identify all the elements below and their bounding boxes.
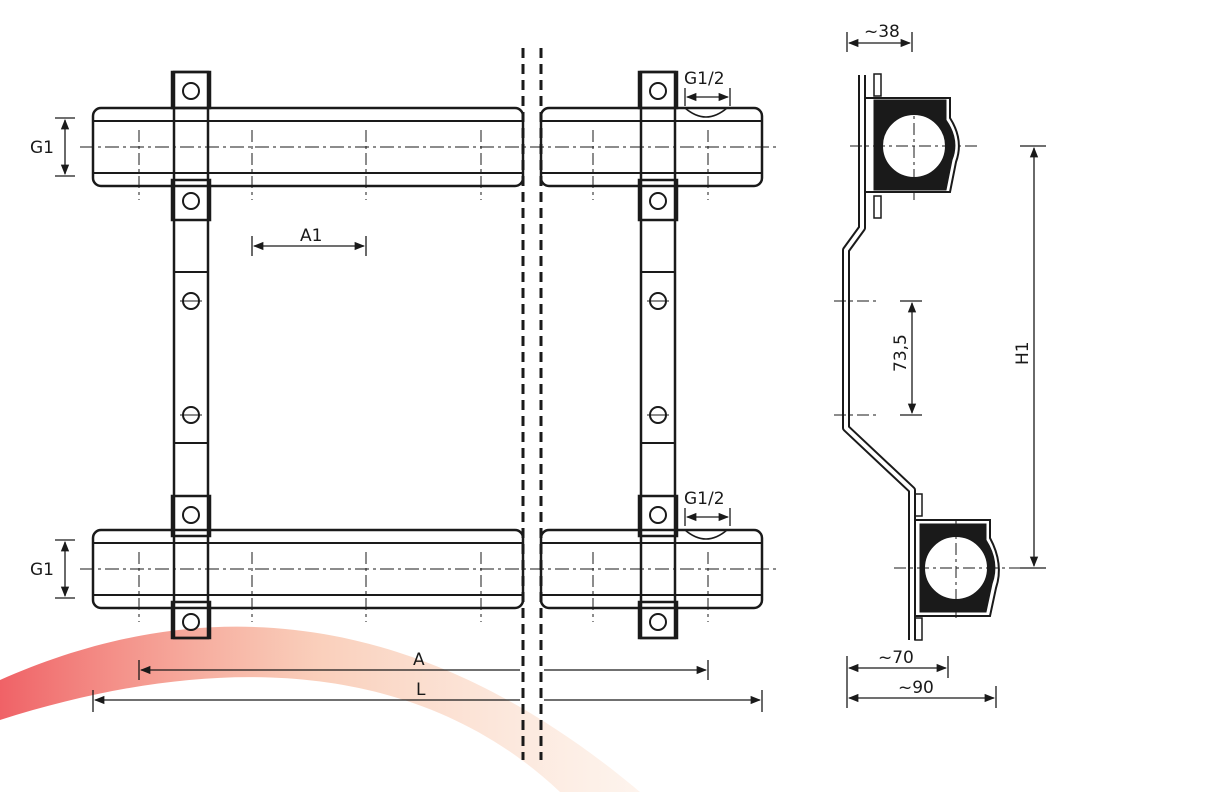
label-w38: ~38 <box>864 22 900 42</box>
label-g1-bottom: G1 <box>30 560 54 580</box>
label-a: A <box>413 650 425 670</box>
label-g12-bottom: G1/2 <box>684 489 725 509</box>
dimensions <box>55 88 763 712</box>
end-cap-arc-top <box>684 107 728 118</box>
side-view <box>834 32 1046 708</box>
watermark-swoosh <box>0 626 640 792</box>
label-w90: ~90 <box>898 678 934 698</box>
right-bracket <box>637 70 679 640</box>
label-a1: A1 <box>300 226 322 246</box>
left-bracket <box>170 70 212 640</box>
label-d735: 73,5 <box>891 334 911 372</box>
label-l: L <box>416 680 426 700</box>
label-g1-top: G1 <box>30 138 54 158</box>
side-dimensions <box>846 32 1046 708</box>
bottom-bar <box>80 528 780 610</box>
front-view <box>55 48 780 760</box>
label-h1: H1 <box>1013 341 1033 365</box>
side-centerlines <box>834 100 1030 618</box>
outlet-centerlines <box>138 130 709 622</box>
label-g12-top: G1/2 <box>684 69 725 89</box>
break-lines <box>521 48 543 760</box>
label-w70: ~70 <box>878 648 914 668</box>
end-cap-arc-bottom <box>684 529 728 540</box>
